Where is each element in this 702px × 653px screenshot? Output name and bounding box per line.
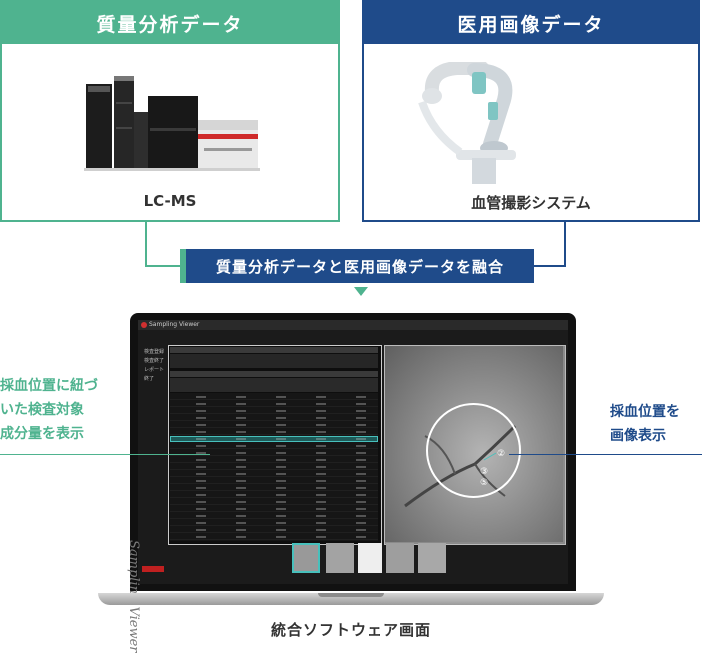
- angiography-caption: 血管撮影システム: [471, 194, 591, 212]
- menu-item-register[interactable]: 検査登録: [144, 349, 165, 355]
- right-description-text: 採血位置を 画像表示: [610, 404, 680, 444]
- table-column-header: [170, 378, 378, 392]
- vendor-logo: [142, 566, 164, 572]
- sampling-position-circle: [426, 403, 521, 498]
- mass-spec-title: 質量分析データ: [2, 2, 338, 44]
- medical-image-panel: 医用画像データ 血管撮影システム: [362, 0, 700, 222]
- right-description: 採血位置を 画像表示: [610, 400, 680, 448]
- marker-3: ③: [480, 467, 489, 477]
- table-row-text: [180, 394, 370, 540]
- thumbnail-3[interactable]: [358, 543, 382, 573]
- medical-image-title: 医用画像データ: [364, 2, 698, 44]
- left-pointer-line: [0, 454, 210, 455]
- left-description: 採血位置に紐づ いた検査対象 成分量を表示: [0, 374, 98, 446]
- fusion-label: 質量分析データと医用画像データを融合: [180, 249, 534, 283]
- thumbnail-4[interactable]: [386, 543, 414, 573]
- sample-header: [170, 371, 378, 377]
- lc-ms-caption: LC-MS: [143, 192, 197, 210]
- sampling-viewer-watermark: Sampling Viewer: [126, 540, 141, 653]
- marker-2: ②: [497, 449, 506, 459]
- app-logo-icon: [141, 322, 147, 328]
- thumbnail-5[interactable]: [418, 543, 446, 573]
- menu-item-report[interactable]: レポート: [144, 367, 165, 373]
- laptop-notch: [318, 593, 384, 597]
- down-arrow-icon: [354, 287, 368, 296]
- app-title: Sampling Viewer: [149, 321, 200, 328]
- marker-5: ⑤: [480, 478, 489, 488]
- thumbnail-2[interactable]: [326, 543, 354, 573]
- right-pointer-line: [509, 454, 702, 455]
- bottom-caption: 統合ソフトウェア画面: [270, 621, 431, 639]
- app-title-bar: [138, 320, 568, 330]
- green-connector-vertical: [145, 222, 147, 266]
- green-connector-horizontal: [145, 265, 181, 267]
- side-menu: 検査登録 検査終了 レポート 終了: [144, 348, 174, 384]
- mass-spec-panel: 質量分析データ LC-MS: [0, 0, 340, 222]
- blue-connector-vertical: [564, 222, 566, 266]
- table-rows: [170, 393, 378, 541]
- menu-item-exit[interactable]: 終了: [144, 376, 155, 382]
- table-row-selected[interactable]: [170, 436, 378, 442]
- lc-ms-instrument-image: [84, 76, 260, 171]
- angiography-system-image: [418, 62, 516, 184]
- laptop-base: [98, 593, 604, 605]
- patient-row: [170, 354, 378, 368]
- menu-item-finish[interactable]: 検査終了: [144, 358, 165, 364]
- thumbnail-1[interactable]: [292, 543, 320, 573]
- patient-header: [170, 347, 378, 353]
- left-description-text: 採血位置に紐づ いた検査対象 成分量を表示: [0, 378, 98, 442]
- blue-connector-horizontal: [527, 265, 566, 267]
